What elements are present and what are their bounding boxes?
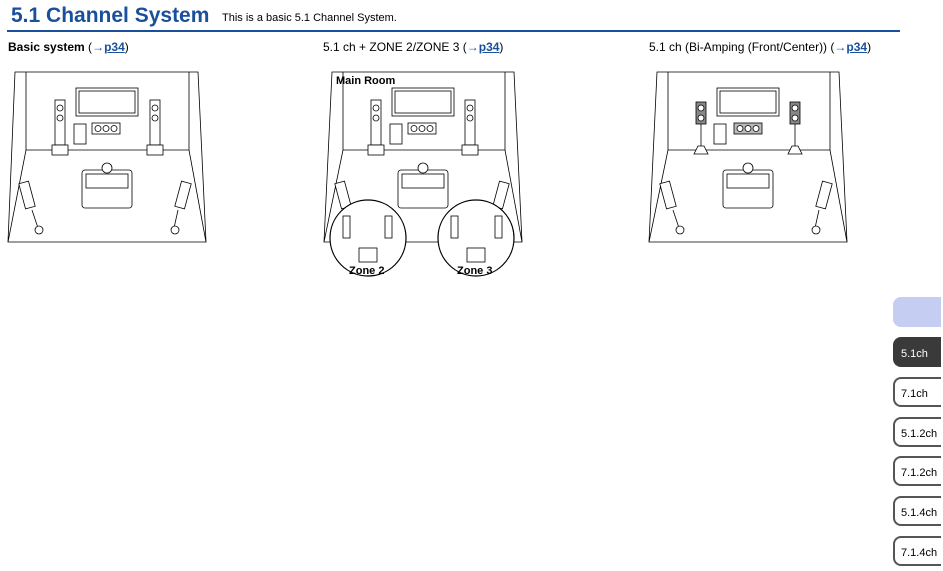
front-right-speaker-icon bbox=[461, 99, 479, 156]
page-link-p34[interactable]: p34 bbox=[478, 40, 500, 54]
subwoofer-icon bbox=[389, 123, 403, 145]
front-right-speaker-icon bbox=[787, 101, 803, 155]
tv-icon bbox=[716, 87, 780, 117]
tab-blank[interactable] bbox=[893, 297, 941, 327]
arrow-icon: → bbox=[466, 40, 479, 54]
surround-left-speaker-icon bbox=[18, 180, 44, 235]
title-bar: 5.1 Channel System This is a basic 5.1 C… bbox=[7, 0, 900, 32]
page-title: 5.1 Channel System bbox=[11, 4, 210, 27]
sofa-icon bbox=[81, 162, 133, 209]
page-link-p34[interactable]: p34 bbox=[846, 40, 868, 54]
subwoofer-icon bbox=[713, 123, 727, 145]
front-left-speaker-icon bbox=[693, 101, 709, 155]
page-subtitle: This is a basic 5.1 Channel System. bbox=[222, 12, 397, 24]
sofa-icon bbox=[397, 162, 449, 209]
page-link-p34[interactable]: p34 bbox=[104, 40, 125, 54]
surround-left-speaker-icon bbox=[659, 180, 685, 235]
front-right-speaker-icon bbox=[146, 99, 164, 156]
tv-icon bbox=[75, 87, 139, 117]
center-speaker-icon bbox=[733, 122, 763, 135]
zone2-label: Zone 2 bbox=[349, 265, 384, 277]
caption-label: 5.1 ch (Bi-Amping (Front/Center)) bbox=[649, 40, 828, 54]
front-left-speaker-icon bbox=[367, 99, 385, 156]
biamp-system-diagram bbox=[648, 71, 848, 243]
tab-5-1-4ch[interactable]: 5.1.4ch bbox=[893, 496, 941, 526]
surround-right-speaker-icon bbox=[170, 180, 192, 235]
sofa-icon bbox=[722, 162, 774, 209]
tab-7-1-2ch[interactable]: 7.1.2ch bbox=[893, 456, 941, 486]
caption-biamp-system: 5.1 ch (Bi-Amping (Front/Center)) (→p34) bbox=[649, 40, 872, 54]
zone-system-diagram: Main Room Zone 2 bbox=[323, 71, 523, 277]
subwoofer-icon bbox=[73, 123, 87, 145]
center-speaker-icon bbox=[91, 122, 121, 135]
caption-basic-system: Basic system (→p34) bbox=[8, 40, 129, 54]
tv-icon bbox=[391, 87, 455, 117]
tab-5-1ch[interactable]: 5.1ch bbox=[893, 337, 941, 367]
main-room-label: Main Room bbox=[336, 75, 395, 87]
zone2-room bbox=[329, 199, 407, 277]
caption-label: 5.1 ch + ZONE 2/ZONE 3 bbox=[323, 40, 460, 54]
zone3-label: Zone 3 bbox=[457, 265, 492, 277]
caption-zone-system: 5.1 ch + ZONE 2/ZONE 3 (→p34) bbox=[323, 40, 504, 54]
center-speaker-icon bbox=[407, 122, 437, 135]
caption-label: Basic system bbox=[8, 40, 85, 54]
basic-system-diagram bbox=[7, 71, 207, 243]
front-left-speaker-icon bbox=[51, 99, 69, 156]
zone3-room bbox=[437, 199, 515, 277]
tab-5-1-2ch[interactable]: 5.1.2ch bbox=[893, 417, 941, 447]
arrow-icon: → bbox=[92, 40, 105, 54]
surround-right-speaker-icon bbox=[811, 180, 833, 235]
arrow-icon: → bbox=[834, 40, 847, 54]
tab-7-1-4ch[interactable]: 7.1.4ch bbox=[893, 536, 941, 566]
tab-7-1ch[interactable]: 7.1ch bbox=[893, 377, 941, 407]
